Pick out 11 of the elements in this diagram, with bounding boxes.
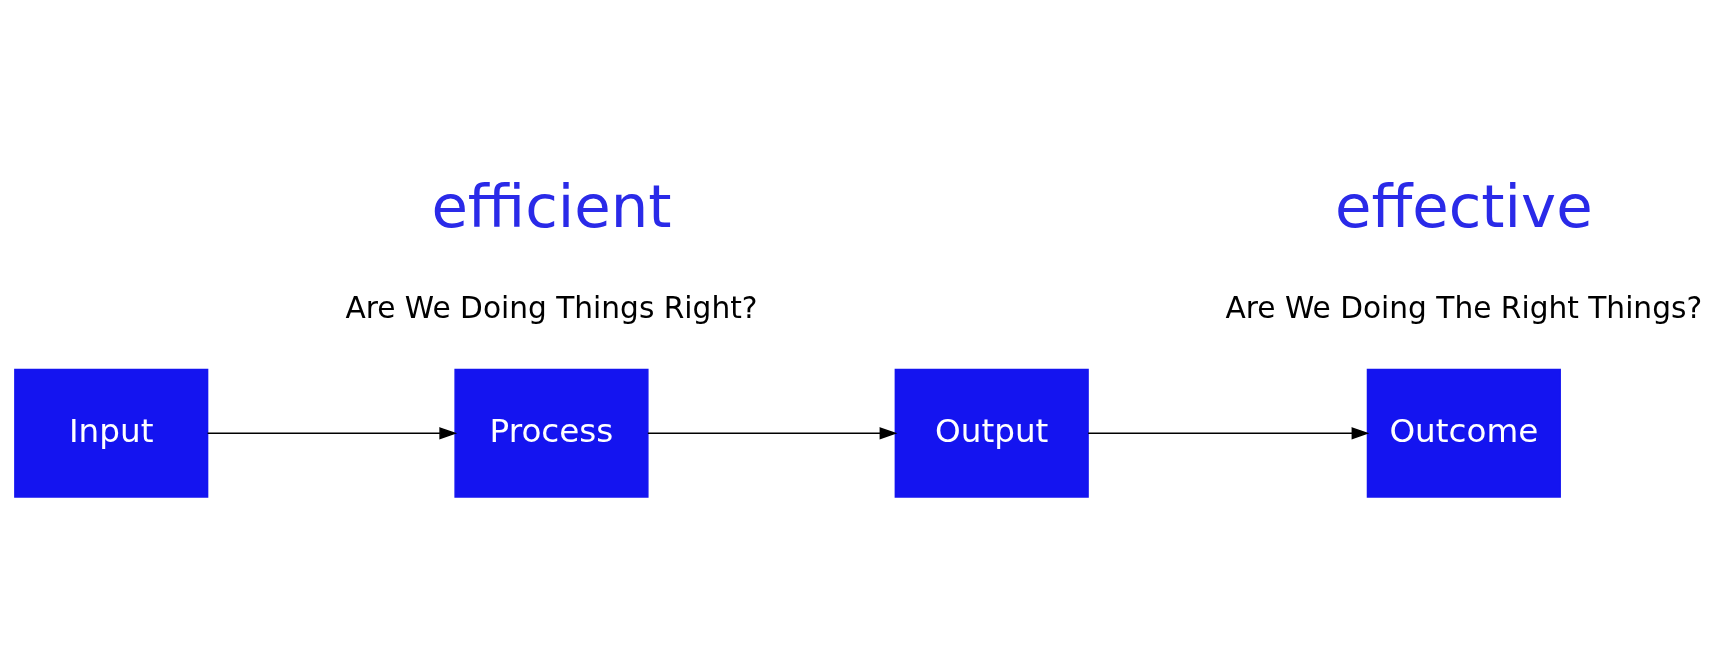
- node-box: Input: [14, 368, 209, 498]
- arrow: [1087, 426, 1370, 440]
- node-box: Outcome: [1366, 368, 1561, 498]
- node-box: Output: [894, 368, 1089, 498]
- arrow: [647, 426, 898, 440]
- label: Are We Doing The Right Things?: [1225, 289, 1703, 325]
- label: Are We Doing Things Right?: [345, 289, 758, 325]
- node-box: Process: [454, 368, 649, 498]
- arrow: [206, 426, 458, 440]
- label: efficient: [431, 171, 672, 241]
- label: effective: [1335, 171, 1593, 241]
